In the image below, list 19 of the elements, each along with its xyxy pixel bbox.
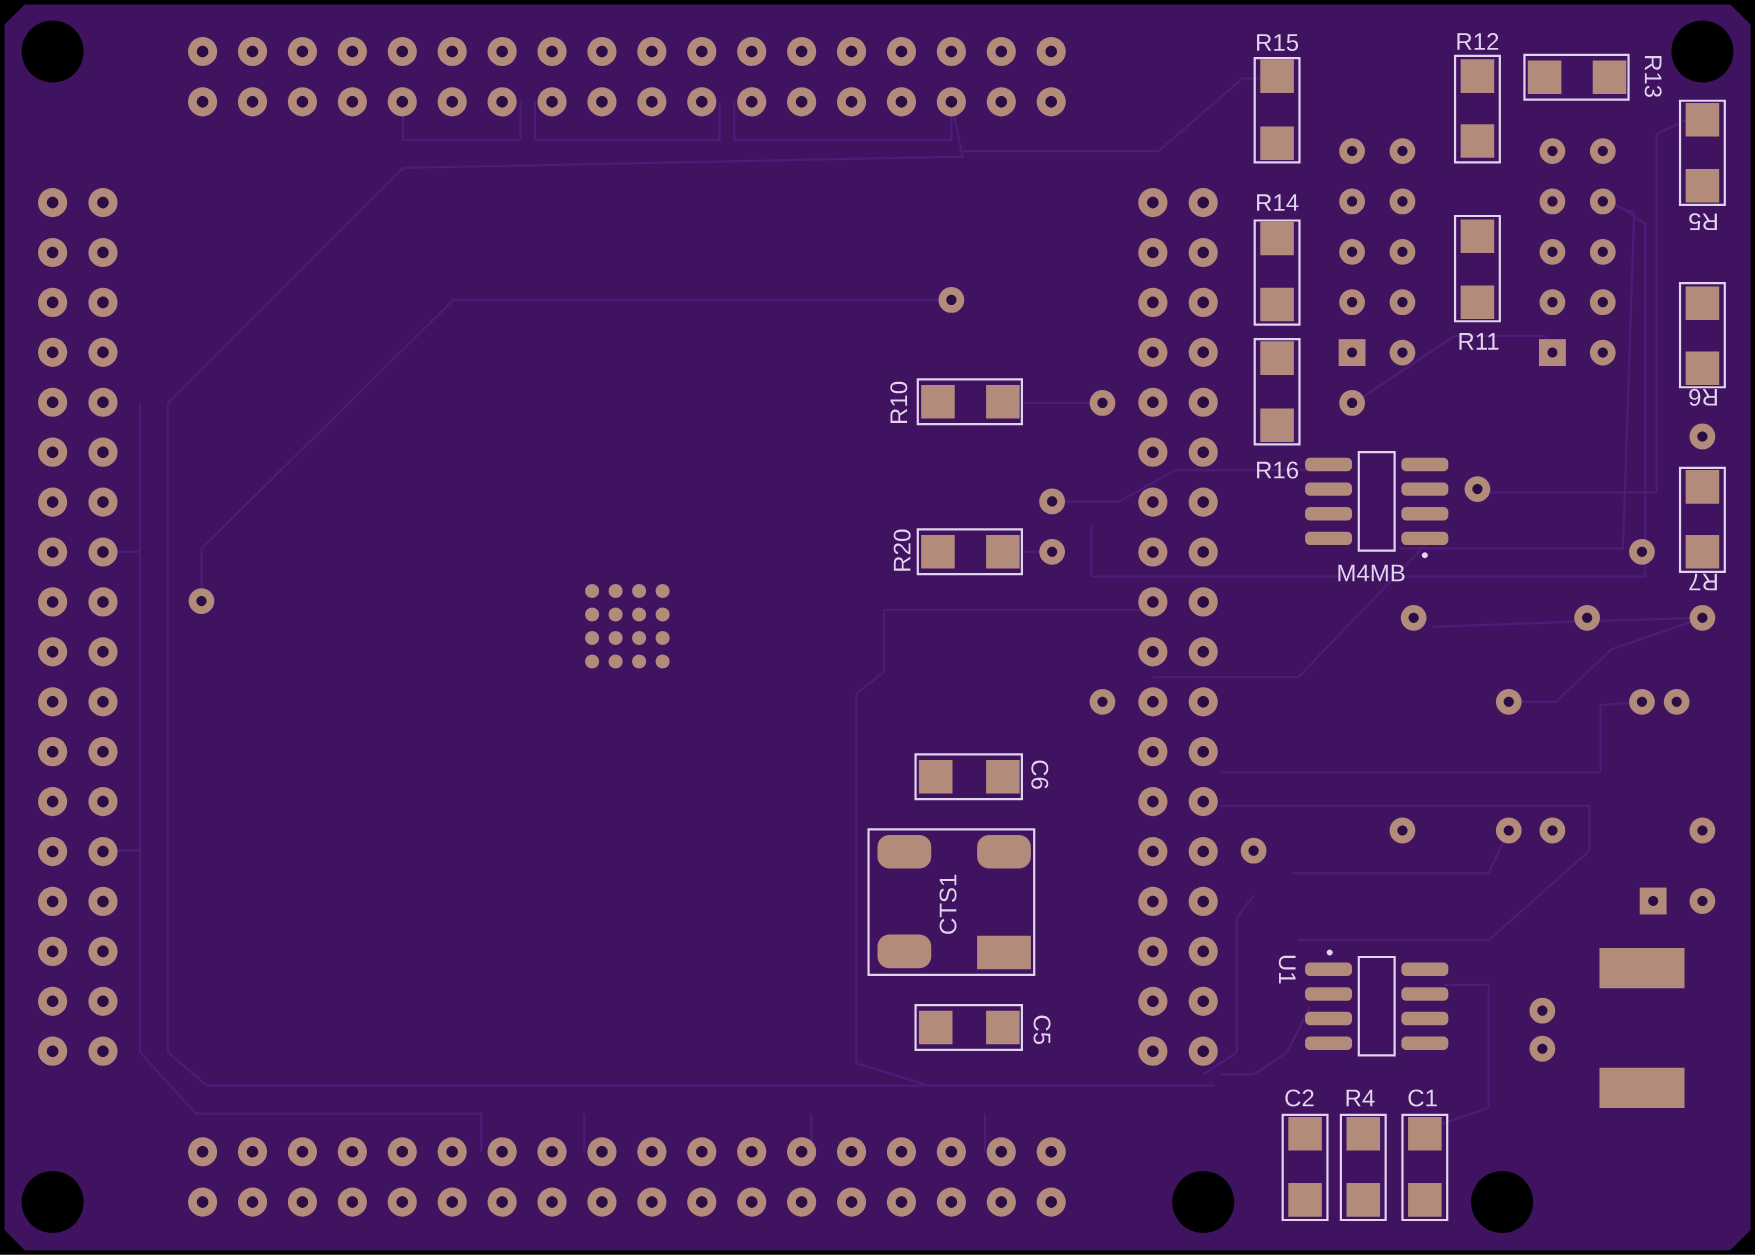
component-label: C5 xyxy=(1033,1015,1051,1045)
component-label: M4MB xyxy=(1338,564,1405,582)
component-label: R14 xyxy=(1257,194,1299,211)
component-label: R10 xyxy=(890,382,908,424)
component-label: R12 xyxy=(1457,33,1499,50)
component-label: R4 xyxy=(1346,1089,1375,1107)
component-label: R15 xyxy=(1257,34,1299,52)
component-label: R11 xyxy=(1459,333,1499,350)
component-label: R16 xyxy=(1257,461,1299,479)
component-label: R20 xyxy=(893,529,911,571)
component-label: C6 xyxy=(1031,760,1049,789)
component-label: CTS1 xyxy=(939,875,957,934)
component-label: C2 xyxy=(1285,1089,1314,1107)
component-label: R6 xyxy=(1689,389,1717,406)
component-label: C1 xyxy=(1408,1089,1437,1107)
component-label: R13 xyxy=(1644,56,1662,98)
component-label: R5 xyxy=(1689,213,1717,231)
component-label: R7 xyxy=(1689,573,1717,591)
component-label: U1 xyxy=(1278,955,1296,984)
